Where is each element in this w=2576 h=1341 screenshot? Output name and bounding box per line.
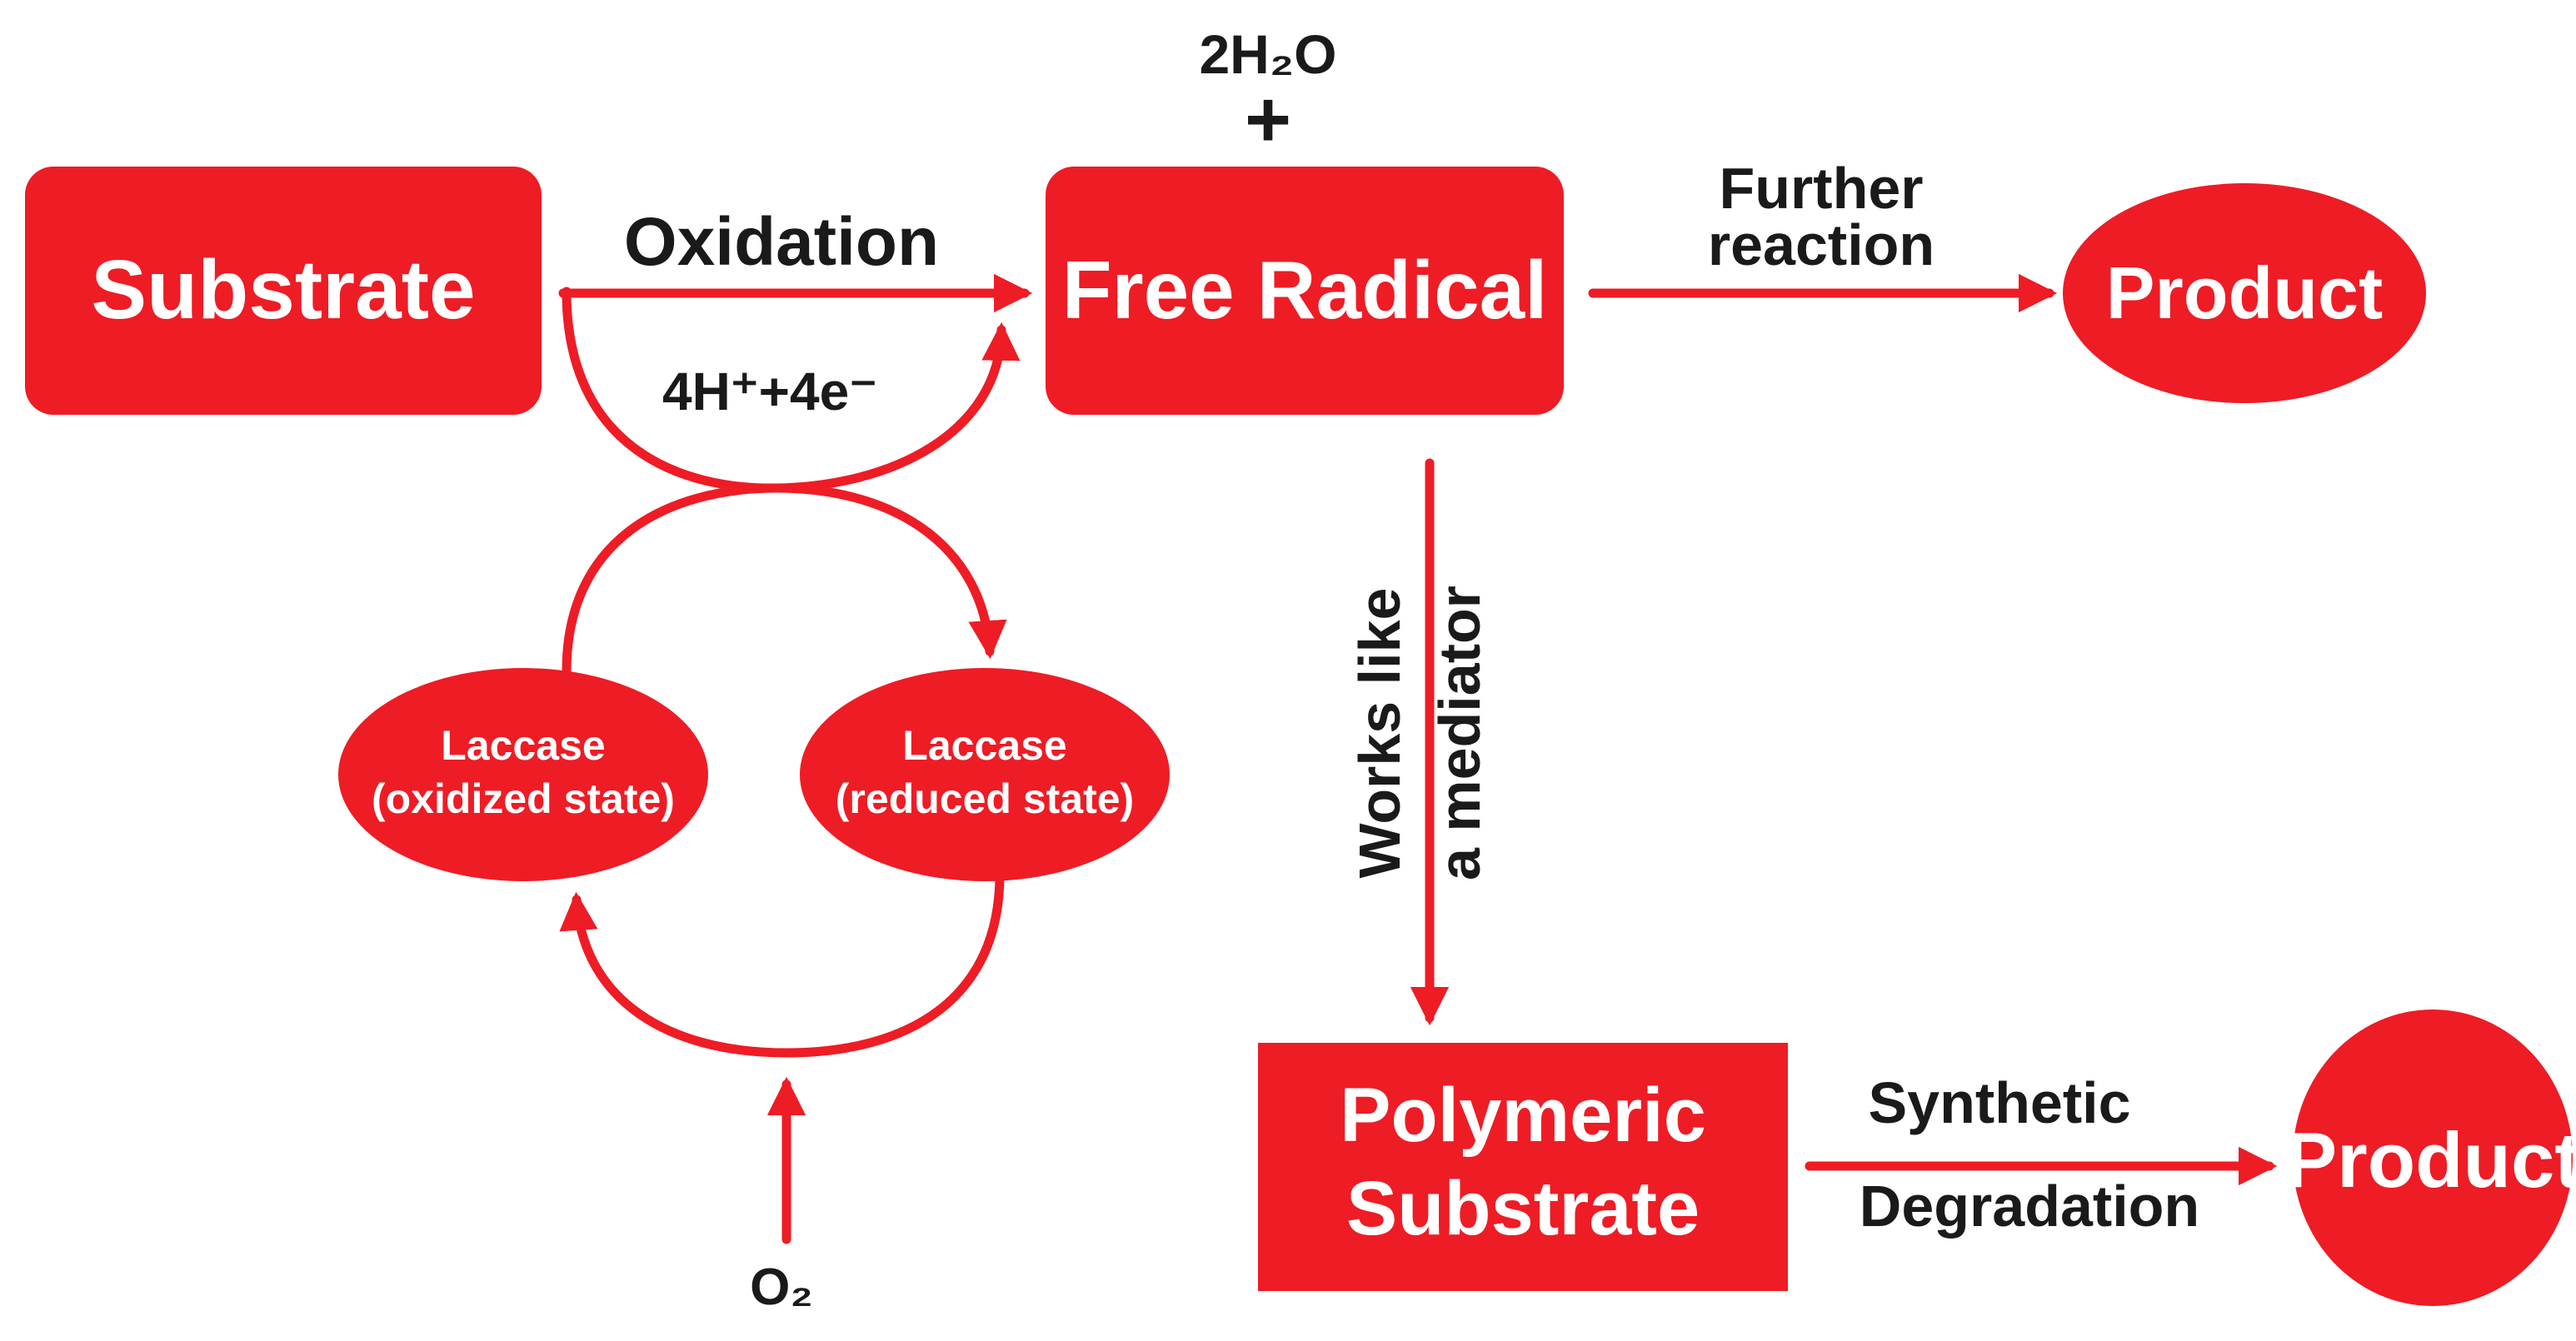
further-reaction-label-line1: Further — [1720, 156, 1924, 221]
plus-label: + — [1245, 75, 1291, 164]
substrate-node: Substrate — [25, 167, 542, 415]
oxygen-label: O₂ — [750, 1259, 813, 1316]
free-radical-node: Free Radical — [1046, 167, 1564, 415]
synthetic-label: Synthetic — [1868, 1070, 2130, 1135]
substrate-label: Substrate — [91, 243, 475, 336]
water-label: 2H₂O — [1199, 23, 1336, 85]
laccase-reduced-label-line2: (reduced state) — [836, 775, 1134, 822]
mediator-label-line2: a mediator — [1427, 586, 1492, 880]
laccase-oxidized-label-line1: Laccase — [441, 722, 605, 769]
product-bottom-node: Product — [2284, 1009, 2576, 1306]
laccase-oxidized-node: Laccase (oxidized state) — [338, 668, 708, 881]
oxidation-label: Oxidation — [624, 204, 939, 280]
protons-electrons-label: 4H⁺+4e⁻ — [662, 361, 877, 421]
product-top-node: Product — [2063, 183, 2426, 403]
product-bottom-label: Product — [2284, 1116, 2576, 1204]
laccase-reduction-arc — [562, 483, 1007, 676]
mediator-label-line1: Works like — [1347, 588, 1412, 879]
laccase-reduced-node: Laccase (reduced state) — [800, 668, 1170, 881]
polymeric-label-line2: Substrate — [1346, 1166, 1700, 1251]
laccase-reduced-label-line1: Laccase — [902, 722, 1066, 769]
free-radical-label: Free Radical — [1062, 244, 1548, 336]
laccase-oxidized-label-line2: (oxidized state) — [372, 775, 675, 822]
polymeric-substrate-node: Polymeric Substrate — [1258, 1043, 1788, 1291]
laccase-reoxidation-arc — [559, 870, 1005, 1058]
polymeric-label-line1: Polymeric — [1340, 1073, 1706, 1158]
further-reaction-label-line2: reaction — [1708, 212, 1934, 277]
product-top-label: Product — [2106, 252, 2383, 334]
degradation-label: Degradation — [1860, 1174, 2199, 1239]
